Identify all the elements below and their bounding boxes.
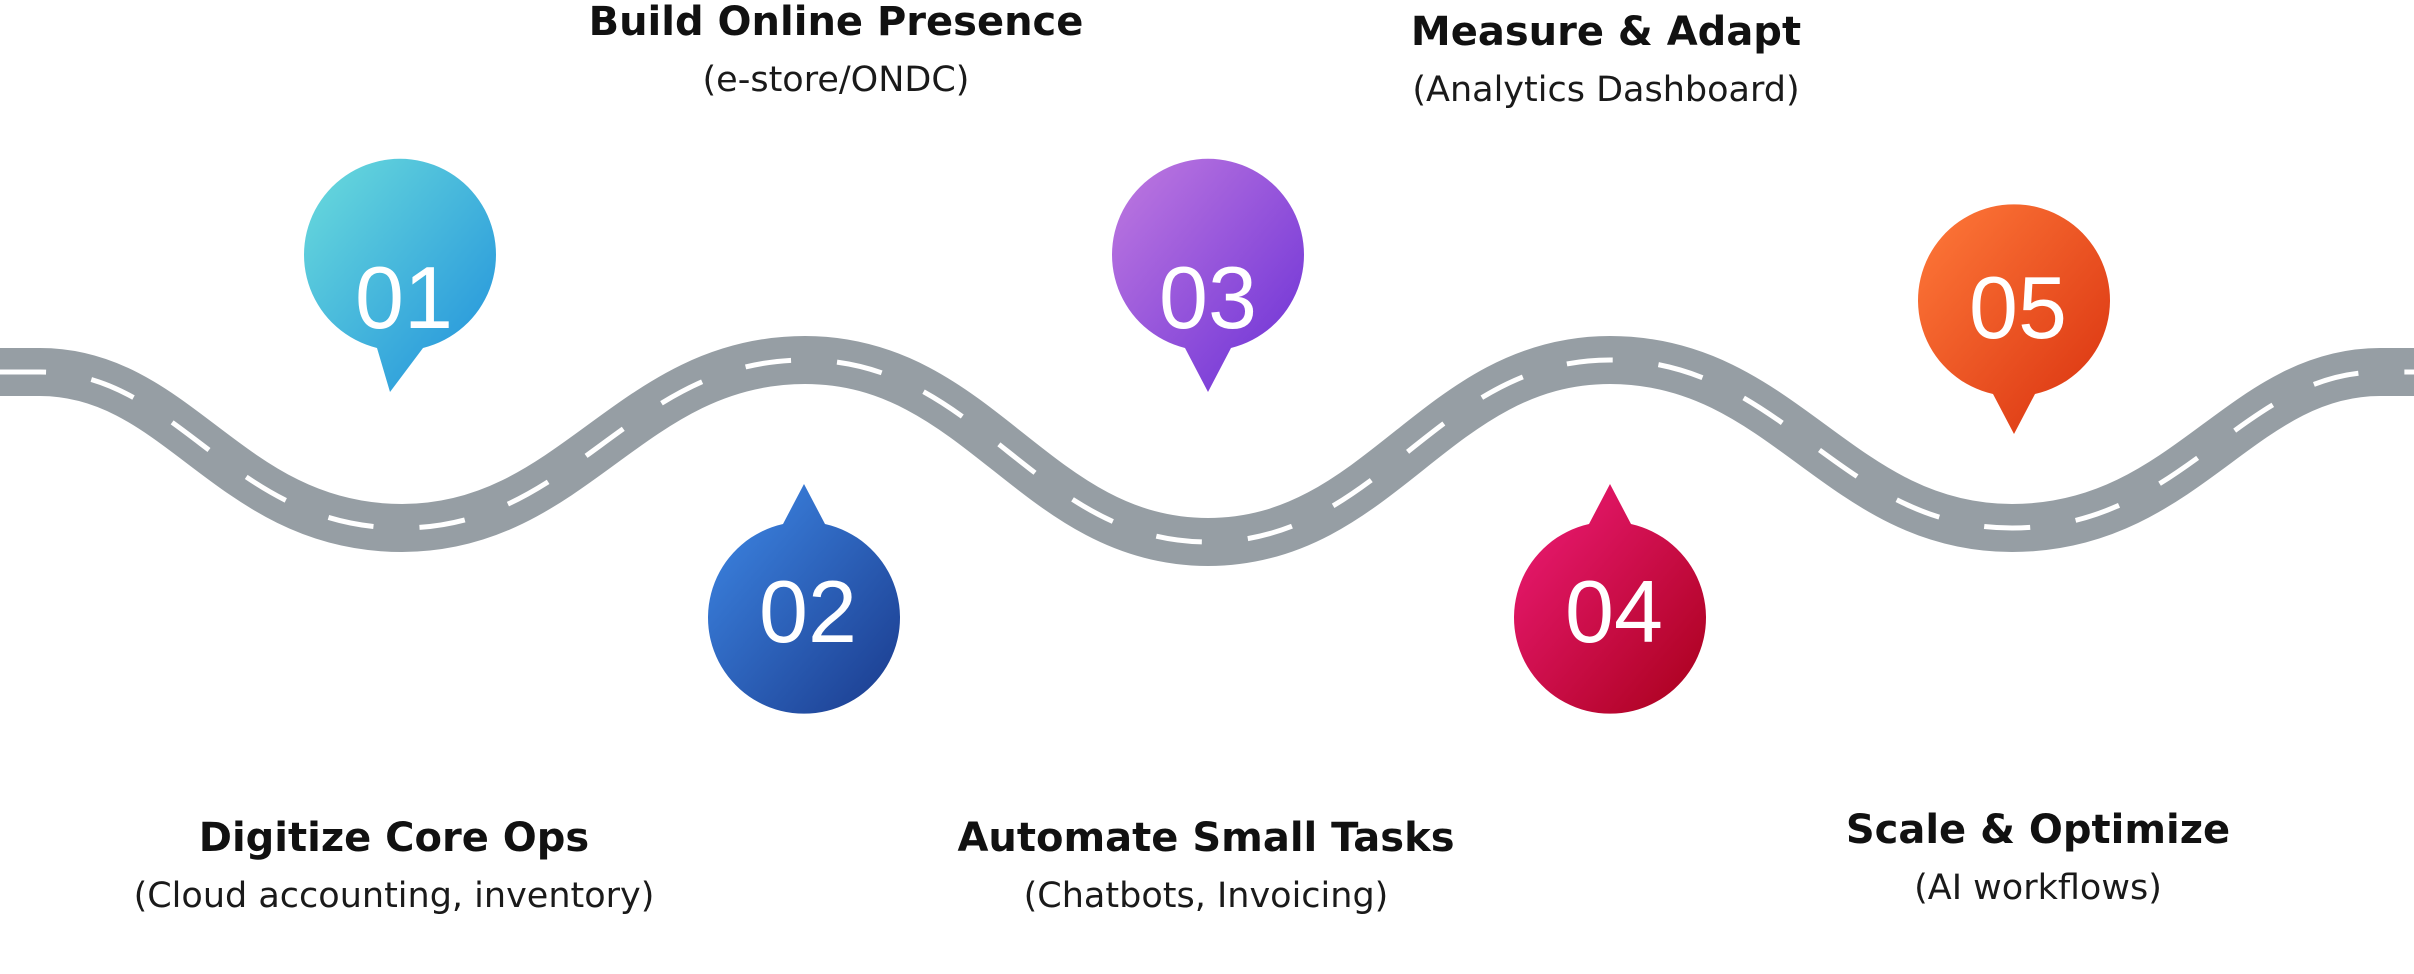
step-01-marker: 01 xyxy=(304,158,497,392)
step-05-title: Scale & Optimize xyxy=(1846,807,2230,853)
step-04-subtitle: (Analytics Dashboard) xyxy=(1412,70,1799,110)
step-03-marker: 03 xyxy=(1112,158,1304,392)
step-01-pin xyxy=(304,158,497,392)
step-03-subtitle: (Chatbots, Invoicing) xyxy=(1024,876,1389,916)
step-01-subtitle: (Cloud accounting, inventory) xyxy=(134,876,655,916)
step-04-pin xyxy=(1514,484,1707,714)
road-center-dashes xyxy=(0,357,2414,545)
step-02-number: 02 xyxy=(759,562,857,661)
step-05-subtitle: (AI workflows) xyxy=(1914,868,2162,908)
step-03-title: Automate Small Tasks xyxy=(957,815,1454,861)
step-05-number: 05 xyxy=(1969,258,2067,357)
step-05-marker: 05 xyxy=(1918,204,2110,434)
step-01-title: Digitize Core Ops xyxy=(199,815,590,861)
step-03-number: 03 xyxy=(1159,248,1257,347)
step-04-marker: 04 xyxy=(1514,484,1707,714)
road xyxy=(0,336,2414,566)
step-04-title: Measure & Adapt xyxy=(1411,9,1801,55)
step-02-title: Build Online Presence xyxy=(589,0,1084,45)
step-02-subtitle: (e-store/ONDC) xyxy=(703,60,970,100)
step-01-number: 01 xyxy=(355,248,453,347)
step-04-number: 04 xyxy=(1565,562,1663,661)
step-02-marker: 02 xyxy=(708,484,900,714)
step-05-pin xyxy=(1918,204,2110,434)
step-03-pin xyxy=(1112,158,1304,392)
step-02-pin xyxy=(708,484,900,714)
